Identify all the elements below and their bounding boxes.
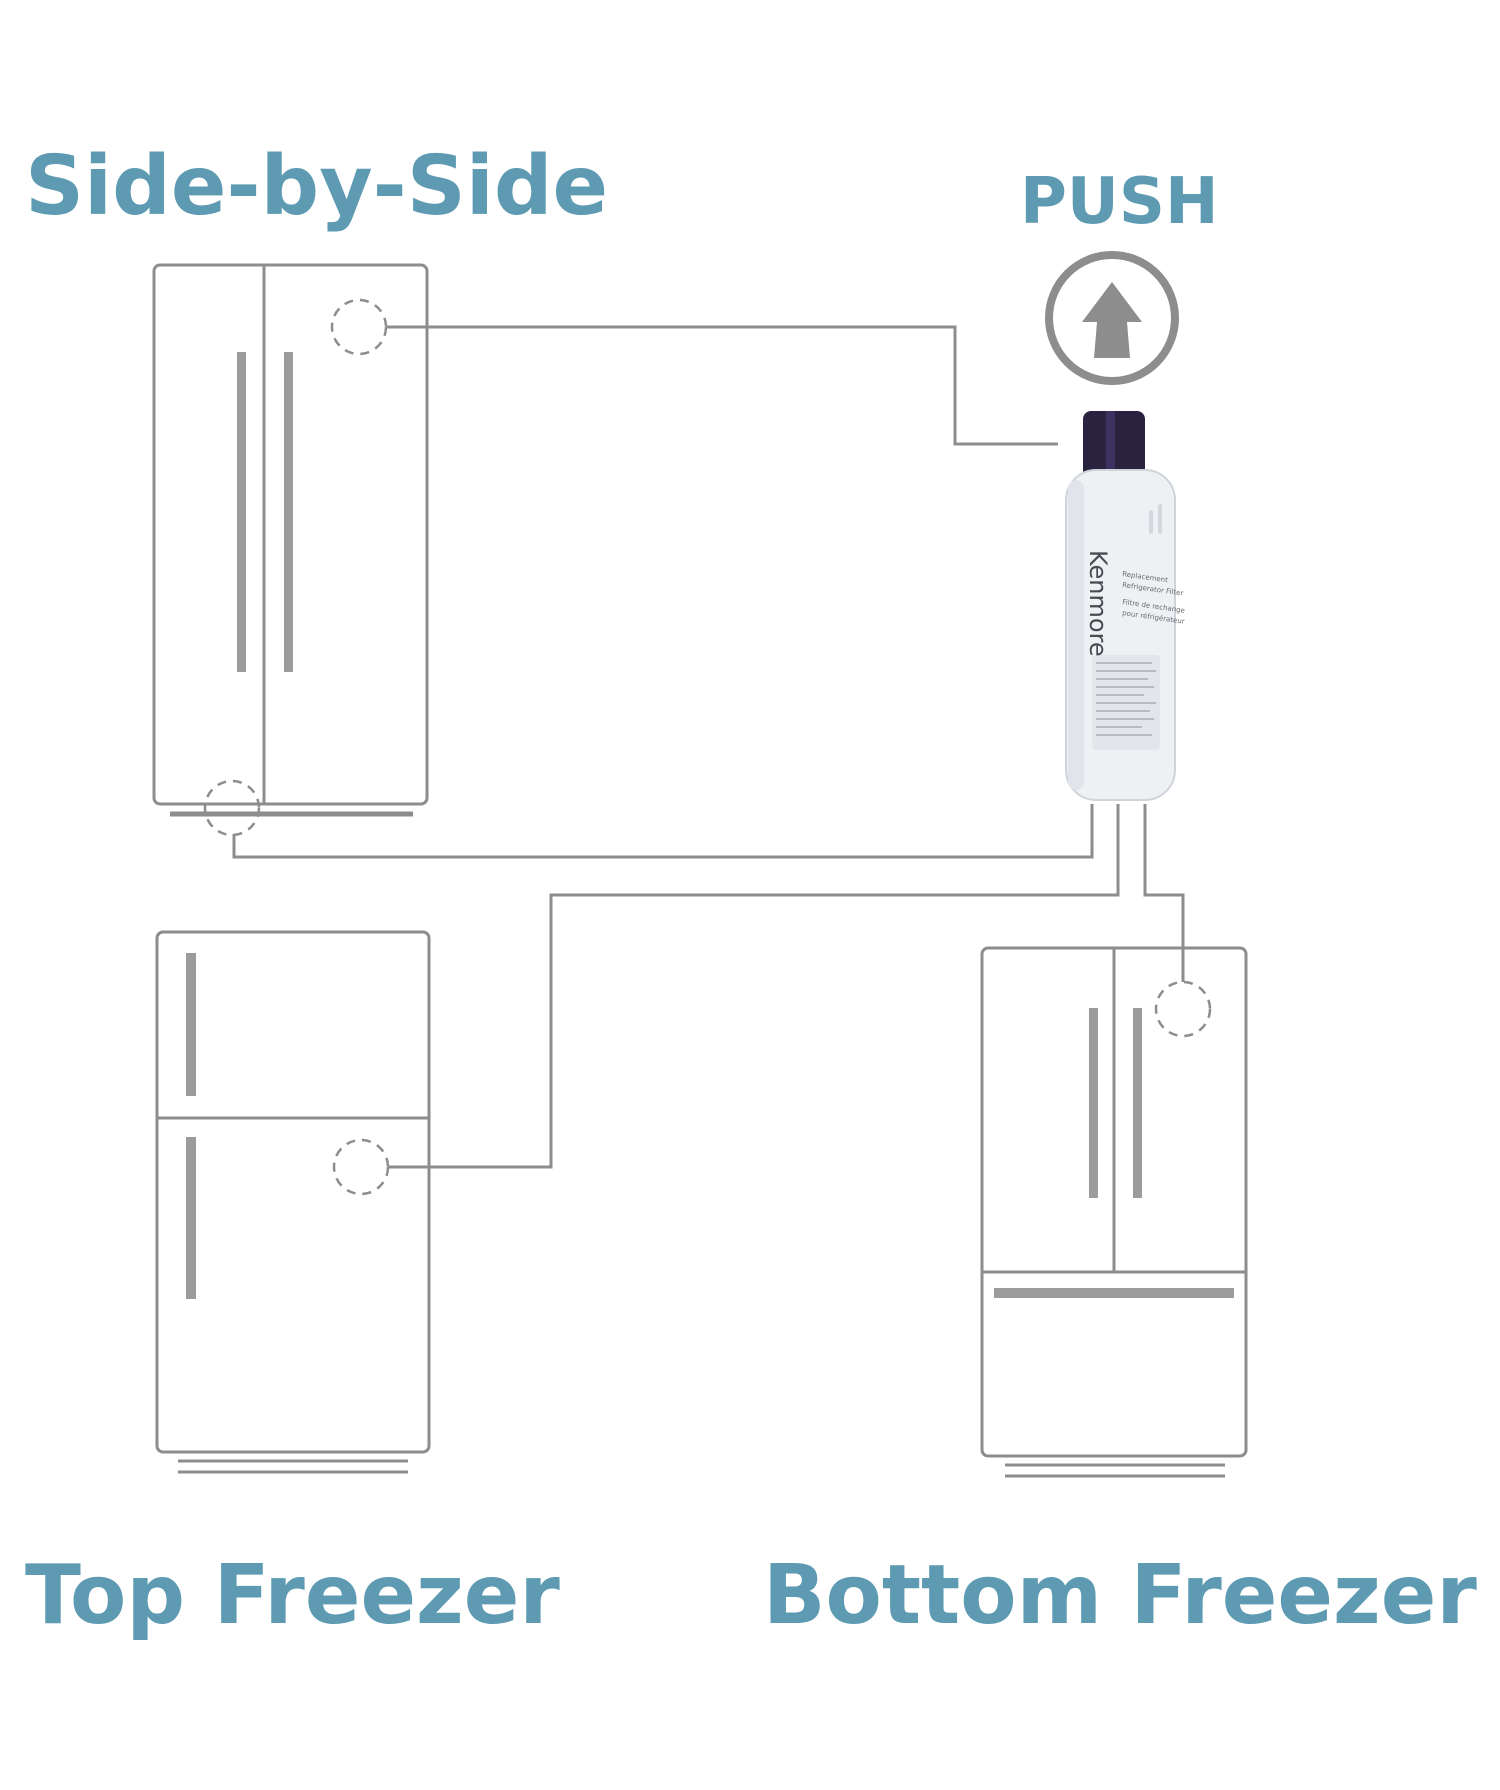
bf-right-handle <box>1133 1008 1142 1198</box>
bf-left-handle <box>1089 1008 1098 1198</box>
sbs-body <box>152 263 429 806</box>
bf-drawer-handle <box>994 1288 1234 1298</box>
top-freezer-fridge <box>155 930 431 1474</box>
connector-sbs-base <box>232 804 1094 859</box>
tf-fridge-handle <box>186 1137 196 1299</box>
filter-body-shade <box>1068 480 1084 790</box>
sbs-left-handle <box>237 352 246 672</box>
bottom-freezer-fridge <box>980 946 1248 1478</box>
connector-bottom-freezer <box>1143 804 1185 982</box>
sbs-filter-spot-base <box>203 779 261 837</box>
label-push: PUSH <box>1020 165 1219 239</box>
label-side-by-side: Side-by-Side <box>25 139 609 234</box>
filter-cap-highlight <box>1106 411 1115 481</box>
water-filter-cartridge: Kenmore Replacement Refrigerator Filter … <box>1065 411 1185 801</box>
connector-top-freezer <box>388 804 1120 1169</box>
filter-brand: Kenmore <box>1084 550 1112 657</box>
tf-body <box>155 930 431 1454</box>
filter-tab-2 <box>1158 504 1162 534</box>
tf-filter-spot <box>332 1138 390 1196</box>
sbs-filter-spot-upper <box>330 298 388 356</box>
connector-lines <box>232 325 1185 1169</box>
push-up-arrow-icon <box>1045 251 1179 385</box>
filter-fine-print <box>1096 662 1156 736</box>
sbs-right-handle <box>284 352 293 672</box>
side-by-side-fridge <box>152 263 429 837</box>
tf-freezer-handle <box>186 953 196 1096</box>
filter-tab-1 <box>1149 510 1153 534</box>
bf-filter-spot <box>1154 980 1212 1038</box>
connector-sbs-upper <box>386 325 1058 446</box>
label-bottom-freezer: Bottom Freezer <box>763 1548 1477 1643</box>
label-top-freezer: Top Freezer <box>25 1548 560 1643</box>
